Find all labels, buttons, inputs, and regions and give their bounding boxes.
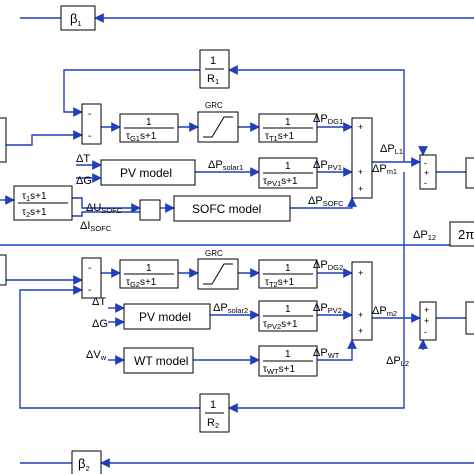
area2-pv-tf-den: τPV2s+1	[263, 319, 298, 331]
area2-fs-minus: -	[424, 327, 427, 337]
area1-power-summer	[351, 117, 373, 199]
area2-dt-label: ΔT	[92, 296, 106, 308]
area2-summer-minus-2: -	[88, 285, 91, 296]
area1-left-partial-block	[0, 117, 7, 163]
area2-pv-model-label: PV model	[139, 310, 191, 324]
du-sofc-label: ΔUSOFC	[86, 202, 123, 215]
area1-ps-plus-1: +	[358, 122, 363, 132]
beta1-block	[60, 5, 96, 31]
area1-fs-plus: +	[424, 168, 429, 178]
dp12-label: ΔP12	[413, 229, 436, 242]
beta1-label: β1	[70, 11, 82, 28]
area2-psolar-label: ΔPsolar2	[213, 302, 248, 315]
lead-lag-num: τ1s+1	[22, 191, 47, 203]
area2-ps-plus-3: +	[358, 326, 363, 336]
area2-dvw-label: ΔVw	[86, 349, 107, 362]
area1-grc-curve-icon	[203, 116, 233, 138]
area2-governor-num: 1	[146, 263, 152, 274]
area2-dg-label: ΔG	[92, 318, 108, 330]
area2-wt-model-block	[123, 347, 194, 374]
sofc-multiplier-block	[139, 199, 161, 221]
area2-turbine-num: 1	[285, 263, 291, 274]
area1-grc-label: GRC	[205, 101, 223, 110]
area1-fs-minus-2: -	[424, 178, 427, 188]
dpsofc-label: ΔPSOFC	[308, 195, 344, 208]
r1-den: R1	[207, 73, 219, 86]
area2-grc-curve-icon	[203, 263, 233, 285]
area2-right-partial-block	[465, 301, 474, 335]
area2-wt-tf-den: τWTs+1	[263, 364, 295, 376]
signal-wires	[0, 13, 474, 468]
area2-wt-tf-num: 1	[285, 349, 291, 360]
area2-grc-label: GRC	[205, 249, 223, 258]
area2-wt-model-label: WT model	[134, 354, 188, 368]
area1-psolar-label: ΔPsolar1	[208, 159, 243, 172]
area1-pv-tf-den: τPV1s+1	[263, 176, 298, 188]
area1-ps-plus-2: +	[358, 167, 363, 177]
area2-turbine-den: τT2s+1	[265, 277, 295, 289]
sofc-model-label: SOFC model	[192, 202, 261, 216]
area1-turbine-num: 1	[285, 117, 291, 128]
di-sofc-label: ΔISOFC	[80, 220, 112, 233]
area1-summer-minus-2: -	[88, 131, 91, 142]
area1-pv-model-block	[100, 159, 196, 186]
area1-pv-model-label: PV model	[120, 166, 172, 180]
area2-power-summer	[351, 261, 373, 341]
sofc-model-block	[173, 195, 291, 222]
area2-dpwt-label: ΔPWT	[313, 347, 340, 360]
r2-den: R2	[207, 417, 219, 430]
area2-left-partial-block	[0, 254, 7, 286]
area1-fs-minus: -	[424, 158, 427, 168]
area1-dpm-label: ΔPm1	[372, 163, 397, 176]
area2-pv-model-block	[123, 303, 211, 330]
area1-dt-label: ΔT	[76, 153, 90, 165]
lead-lag-den: τ2s+1	[22, 207, 47, 219]
area1-summer-minus-1: -	[88, 109, 91, 120]
area2-ps-plus-2: +	[358, 310, 363, 320]
area2-pv-tf-num: 1	[285, 304, 291, 315]
area1-input-summer	[81, 103, 102, 145]
area2-fs-plus: +	[424, 305, 429, 315]
area2-input-summer	[81, 257, 102, 299]
area1-dg-label: ΔG	[76, 175, 92, 187]
area2-dppv-label: ΔPPV2	[313, 302, 342, 315]
area2-frequency-summer	[419, 301, 437, 341]
beta2-block	[71, 450, 102, 474]
area2-governor-den: τG2s+1	[126, 277, 157, 289]
area2-ps-plus-1: +	[358, 268, 363, 278]
tie-line-block	[449, 221, 474, 247]
r2-num: 1	[210, 399, 216, 411]
area1-dpdg-label: ΔPDG1	[313, 113, 343, 126]
area2-summer-minus-1: -	[88, 263, 91, 274]
area1-dppv-label: ΔPPV1	[313, 159, 342, 172]
area1-right-partial-block	[465, 157, 474, 189]
area1-governor-num: 1	[146, 117, 152, 128]
beta2-label: β2	[78, 456, 90, 473]
area2-dpl-label: ΔPL2	[386, 355, 409, 368]
area1-dpl-label: ΔPL1	[380, 143, 403, 156]
tie-line-label: 2π	[458, 227, 474, 242]
area1-frequency-summer	[419, 154, 437, 190]
area1-pv-tf-num: 1	[285, 161, 291, 172]
area2-dpdg-label: ΔPDG2	[313, 259, 343, 272]
area2-fs-plus-2: +	[424, 316, 429, 326]
area2-dpm-label: ΔPm2	[372, 305, 397, 318]
area1-ps-plus-3: +	[358, 184, 363, 194]
area1-turbine-den: τT1s+1	[265, 131, 295, 143]
area1-governor-den: τG1s+1	[126, 131, 157, 143]
r1-num: 1	[210, 55, 216, 67]
